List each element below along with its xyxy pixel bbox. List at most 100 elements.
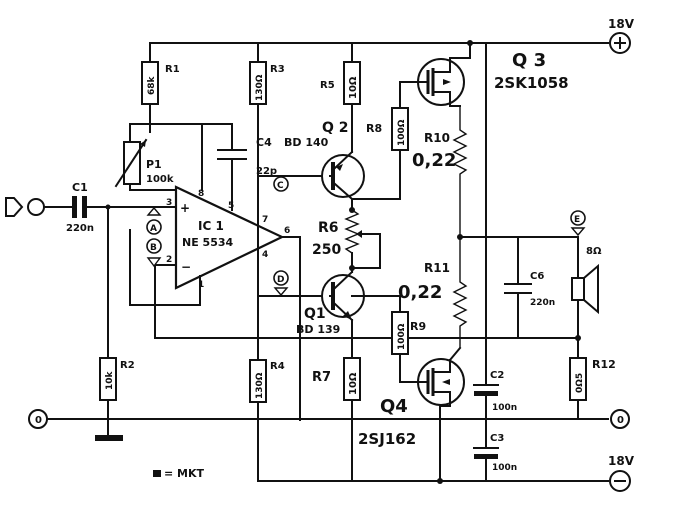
r6-ref: R6 (318, 220, 339, 236)
r10-value: 0,22 (412, 150, 456, 171)
c6-value: 220n (530, 298, 555, 308)
q3-mosfet (417, 57, 465, 107)
c3-value: 100n (492, 463, 517, 473)
q3-part: 2SK1058 (494, 74, 569, 92)
r5-ref: R5 (320, 80, 335, 91)
r4-ref: R4 (270, 361, 285, 372)
gnd-right-label: 0 (617, 415, 624, 426)
q4-rail-node (437, 478, 443, 484)
c4-ref: C4 (256, 136, 272, 149)
c2-ref: C2 (490, 370, 504, 381)
c1-capacitor (72, 196, 177, 218)
q2-ref: Q 2 (322, 120, 349, 136)
svg-text:C: C (277, 181, 284, 191)
test-point-e: E (570, 210, 586, 237)
r6-node-bottom (349, 265, 355, 271)
test-point-d: D (273, 270, 289, 297)
r11-ref: R11 (424, 261, 450, 275)
negative-rail (257, 470, 631, 492)
r6-pot (344, 209, 360, 254)
p1-ref: P1 (146, 158, 162, 171)
opamp-plus: + (180, 201, 190, 215)
r7-ref: R7 (312, 370, 331, 385)
q4-ref: Q4 (380, 396, 408, 417)
test-point-b: B (146, 238, 162, 268)
q3-rail-node (467, 40, 473, 46)
r11-resistor (452, 237, 468, 348)
r2-value: 10k (105, 370, 115, 390)
speaker-value: 8Ω (586, 246, 602, 257)
r9-ref: R9 (410, 320, 426, 333)
r10-resistor (452, 106, 468, 237)
ground-symbol (95, 435, 123, 441)
r6-node-top (349, 207, 355, 213)
positive-rail (149, 32, 631, 54)
opamp-minus: − (181, 260, 191, 274)
p1-value: 100k (146, 174, 174, 185)
pin-5: 5 (228, 201, 234, 211)
c3-ref: C3 (490, 433, 504, 444)
opamp-ic1 (174, 185, 285, 290)
r2-ref: R2 (120, 360, 135, 371)
input-jack (5, 197, 73, 217)
r8-value: 100Ω (397, 119, 407, 146)
p1-arrow (114, 138, 148, 188)
c2-value: 100n (492, 403, 517, 413)
q3-ref: Q 3 (512, 50, 546, 71)
c4-value: 22p (256, 166, 277, 177)
r1-ref: R1 (165, 64, 180, 75)
pin-3: 3 (166, 198, 172, 208)
r8-ref: R8 (366, 122, 382, 135)
test-point-a: A (146, 219, 162, 235)
ic1-part: NE 5534 (182, 236, 234, 249)
pin-4: 4 (262, 250, 268, 260)
q2-transistor (321, 150, 365, 201)
r4-value: 130Ω (255, 372, 265, 399)
pin-1: 1 (198, 280, 204, 290)
q4-part: 2SJ162 (358, 430, 416, 448)
c2-plate-b (474, 391, 498, 396)
r11-value: 0,22 (398, 282, 442, 303)
r12-ref: R12 (592, 358, 616, 371)
ground-rail (28, 409, 630, 429)
neg-rail-label: 18V (608, 454, 635, 468)
q1-part: BD 139 (296, 323, 340, 336)
p1-arrowhead (140, 140, 146, 147)
r12-value: 0Ω5 (575, 373, 585, 393)
q2-part: BD 140 (284, 136, 329, 149)
pin-6: 6 (284, 226, 290, 236)
r3-ref: R3 (270, 64, 285, 75)
gnd-left-label: 0 (35, 415, 42, 426)
feedback-node (575, 335, 581, 341)
r10-ref: R10 (424, 131, 450, 145)
q4-mosfet (417, 358, 465, 407)
q1-transistor (321, 270, 365, 322)
c1-value: 220n (66, 223, 94, 234)
svg-text:B: B (150, 243, 157, 253)
svg-text:E: E (574, 215, 580, 225)
svg-text:A: A (150, 224, 157, 234)
r7-value: 10Ω (348, 372, 359, 395)
r6-wiper-arrow (356, 230, 362, 238)
r1-value: 68k (147, 75, 157, 95)
mkt-legend: = MKT (164, 467, 205, 480)
q4-source-wire (448, 346, 462, 362)
test-point-a-arrow (146, 206, 162, 216)
pos-rail-label: 18V (608, 17, 635, 31)
c1-ref: C1 (72, 181, 88, 194)
pin-7: 7 (262, 215, 268, 225)
test-point-c: C (273, 176, 289, 192)
speaker-icon (571, 263, 599, 315)
c6-ref: C6 (530, 271, 544, 282)
mkt-legend-symbol (153, 470, 161, 477)
pin-8: 8 (198, 189, 204, 199)
svg-text:D: D (277, 275, 284, 285)
r3-value: 130Ω (255, 74, 265, 101)
q1-ref: Q1 (304, 306, 326, 322)
pin-2: 2 (166, 255, 172, 265)
r9-value: 100Ω (397, 323, 407, 350)
r6-value: 250 (312, 242, 341, 258)
c3-plate-b (474, 454, 498, 459)
